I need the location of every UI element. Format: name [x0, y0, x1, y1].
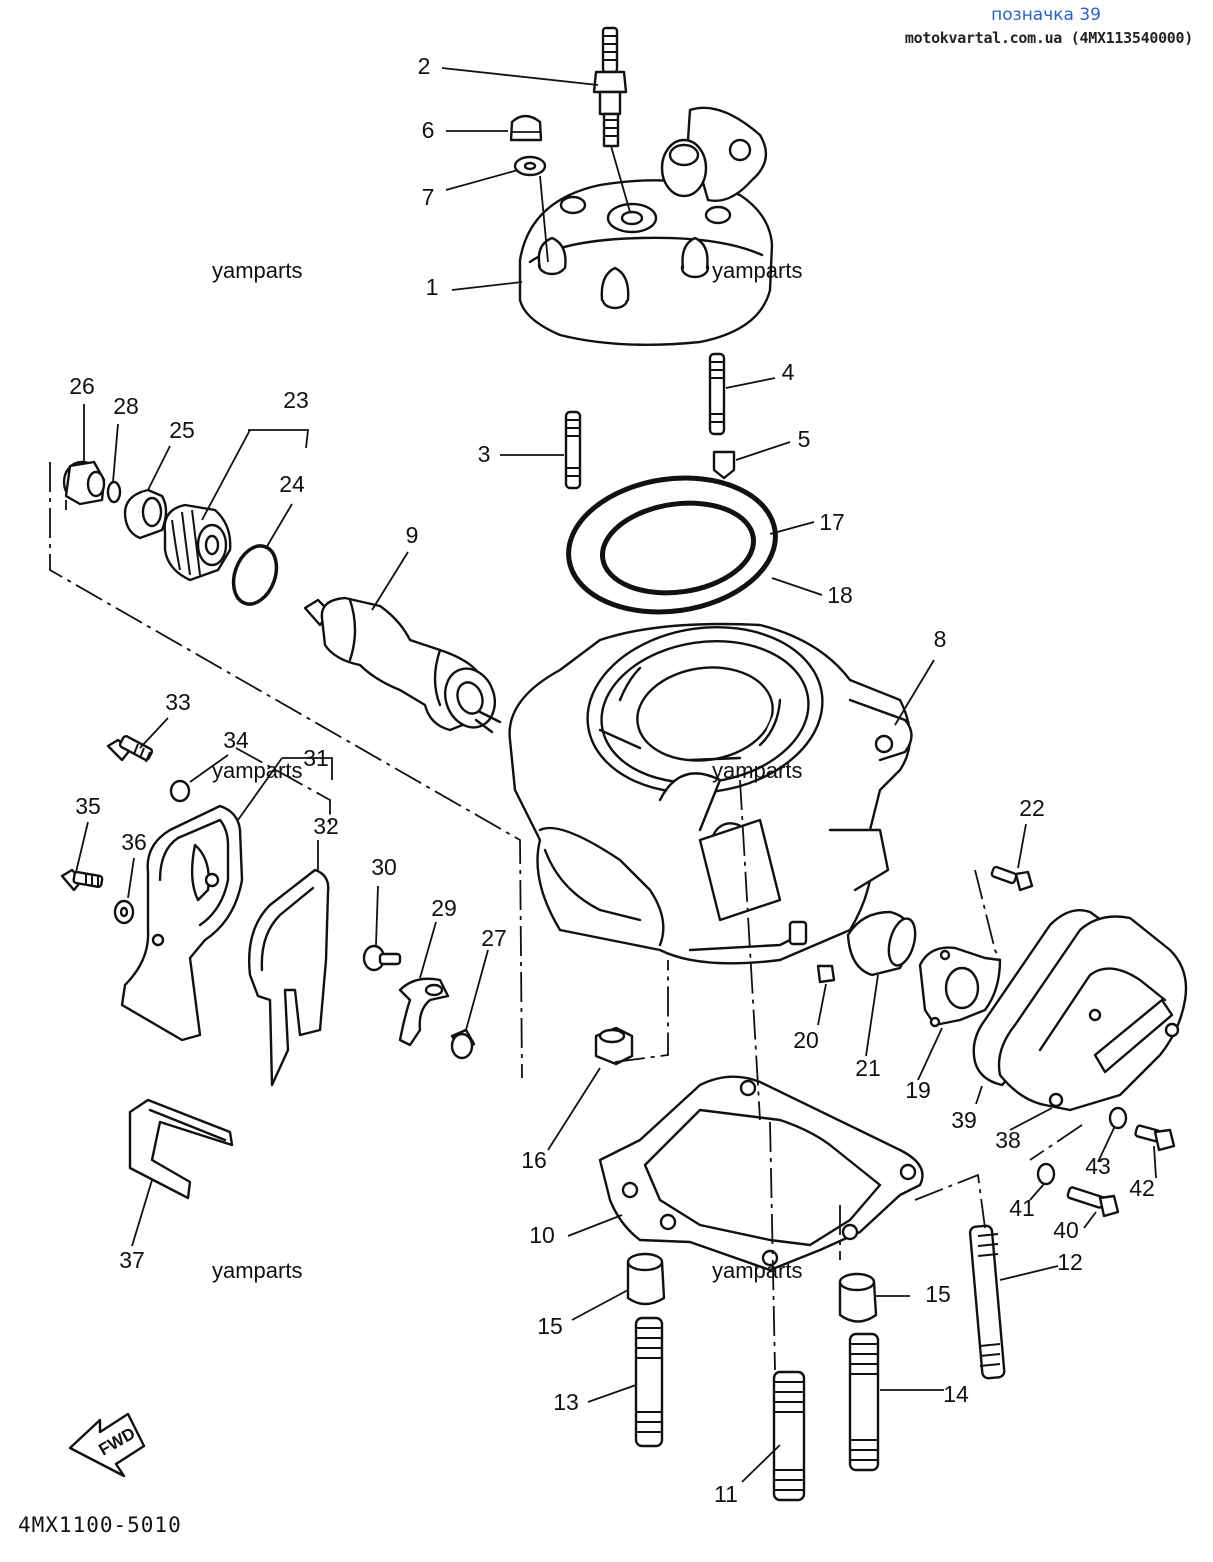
callout-36[interactable]: 36	[121, 829, 147, 855]
callout-3[interactable]: 3	[478, 441, 491, 467]
callout-1[interactable]: 1	[426, 274, 439, 300]
callout-7[interactable]: 7	[422, 184, 435, 210]
stud-bolt-icon[interactable]	[848, 1332, 880, 1472]
washer-icon[interactable]	[1108, 1106, 1128, 1130]
cover-icon[interactable]	[997, 915, 1188, 1112]
watermark: yamparts	[212, 1258, 302, 1283]
diagram-code: 4MX1100-5010	[18, 1513, 182, 1537]
callout-21[interactable]: 21	[855, 1055, 881, 1081]
callout-34[interactable]: 34	[223, 727, 249, 753]
screw-icon[interactable]	[362, 944, 402, 972]
callout-31[interactable]: 31	[303, 745, 329, 771]
nut-icon[interactable]	[712, 450, 736, 480]
callout-2[interactable]: 2	[418, 53, 431, 79]
callout-13[interactable]: 13	[553, 1389, 579, 1415]
callout-15a[interactable]: 15	[537, 1313, 563, 1339]
callout-8[interactable]: 8	[934, 626, 947, 652]
watermark-layer: yamparts yamparts yamparts yamparts yamp…	[212, 258, 802, 1283]
callout-4[interactable]: 4	[782, 359, 795, 385]
callout-35[interactable]: 35	[75, 793, 101, 819]
watermark: yamparts	[712, 758, 802, 783]
callout-15b[interactable]: 15	[925, 1281, 951, 1307]
callout-5[interactable]: 5	[798, 426, 811, 452]
forward-arrow-icon	[68, 1412, 146, 1478]
callout-24[interactable]: 24	[279, 471, 305, 497]
joint-icon[interactable]	[918, 946, 1002, 1028]
callout-16[interactable]: 16	[521, 1147, 547, 1173]
collar-icon[interactable]	[62, 460, 106, 506]
stud-bolt-icon[interactable]	[634, 1316, 664, 1448]
base-gasket-icon[interactable]	[598, 1075, 924, 1272]
stud-bolt-icon[interactable]	[708, 352, 726, 436]
callout-39[interactable]: 39	[951, 1107, 977, 1133]
bolt-icon[interactable]	[450, 1028, 476, 1060]
callout-30[interactable]: 30	[371, 854, 397, 880]
washer-icon[interactable]	[169, 779, 191, 803]
callout-19[interactable]: 19	[905, 1077, 931, 1103]
callout-17[interactable]: 17	[819, 509, 845, 535]
o-ring-icon[interactable]	[106, 480, 122, 504]
bolt-icon[interactable]	[990, 865, 1034, 892]
oil-seal-icon[interactable]	[123, 488, 168, 540]
stud-bolt-icon[interactable]	[968, 1224, 1006, 1380]
gasket-icon[interactable]	[248, 868, 330, 1087]
callout-41[interactable]: 41	[1009, 1195, 1035, 1221]
callout-18[interactable]: 18	[827, 582, 853, 608]
watermark: yamparts	[212, 258, 302, 283]
callout-27[interactable]: 27	[481, 925, 507, 951]
valve-cover-icon[interactable]	[120, 804, 244, 1042]
bolt-icon[interactable]	[60, 868, 104, 892]
stud-bolt-icon[interactable]	[564, 410, 582, 490]
power-valve-shaft-icon[interactable]	[303, 596, 503, 734]
washer-icon[interactable]	[513, 155, 549, 263]
diagram-source: motokvartal.com.ua (4MX113540000)	[904, 29, 1193, 47]
watermark: yamparts	[212, 758, 302, 783]
stud-bolt-icon[interactable]	[772, 1370, 806, 1502]
callout-32[interactable]: 32	[313, 813, 339, 839]
callout-9[interactable]: 9	[406, 522, 419, 548]
cap-nut-icon[interactable]	[509, 114, 543, 142]
callout-labels: 1 2 3 4 5 6 7 8 9 10 11 12 13 14 15 15 1…	[69, 53, 1155, 1507]
callout-40[interactable]: 40	[1053, 1217, 1079, 1243]
callout-10[interactable]: 10	[529, 1222, 555, 1248]
cylinder-head-icon[interactable]	[518, 106, 774, 346]
watermark: yamparts	[712, 1258, 802, 1283]
bracket-icon[interactable]	[128, 1098, 234, 1200]
bolt-icon[interactable]	[1134, 1124, 1176, 1152]
nut-icon[interactable]	[594, 1026, 634, 1066]
callout-26[interactable]: 26	[69, 373, 95, 399]
bolt-icon[interactable]	[1066, 1186, 1120, 1218]
watermark: yamparts	[712, 258, 802, 283]
bolt-icon[interactable]	[106, 735, 154, 763]
callout-25[interactable]: 25	[169, 417, 195, 443]
callout-20[interactable]: 20	[793, 1027, 819, 1053]
o-ring-icon[interactable]	[560, 465, 784, 625]
o-ring-icon[interactable]	[226, 540, 284, 610]
callout-38[interactable]: 38	[995, 1127, 1021, 1153]
callout-12[interactable]: 12	[1057, 1249, 1083, 1275]
washer-icon[interactable]	[1036, 1162, 1056, 1186]
callout-14[interactable]: 14	[943, 1381, 969, 1407]
callout-33[interactable]: 33	[165, 689, 191, 715]
valve-holder-icon[interactable]	[163, 503, 232, 582]
diagram-title[interactable]: позначка 39	[991, 5, 1101, 25]
callout-22[interactable]: 22	[1019, 795, 1045, 821]
dowel-pin-icon[interactable]	[626, 1252, 666, 1306]
callout-43[interactable]: 43	[1085, 1153, 1111, 1179]
callout-29[interactable]: 29	[431, 895, 457, 921]
callout-37[interactable]: 37	[119, 1247, 145, 1273]
callout-23[interactable]: 23	[283, 387, 309, 413]
washer-icon[interactable]	[113, 899, 135, 925]
callout-11[interactable]: 11	[714, 1481, 738, 1507]
collar-icon[interactable]	[846, 910, 920, 977]
dowel-pin-icon[interactable]	[838, 1272, 878, 1323]
callout-42[interactable]: 42	[1129, 1175, 1155, 1201]
callout-6[interactable]: 6	[422, 117, 435, 143]
plug-icon[interactable]	[816, 964, 836, 984]
lever-icon[interactable]	[398, 977, 450, 1047]
callout-28[interactable]: 28	[113, 393, 139, 419]
cylinder-icon[interactable]	[508, 612, 913, 965]
